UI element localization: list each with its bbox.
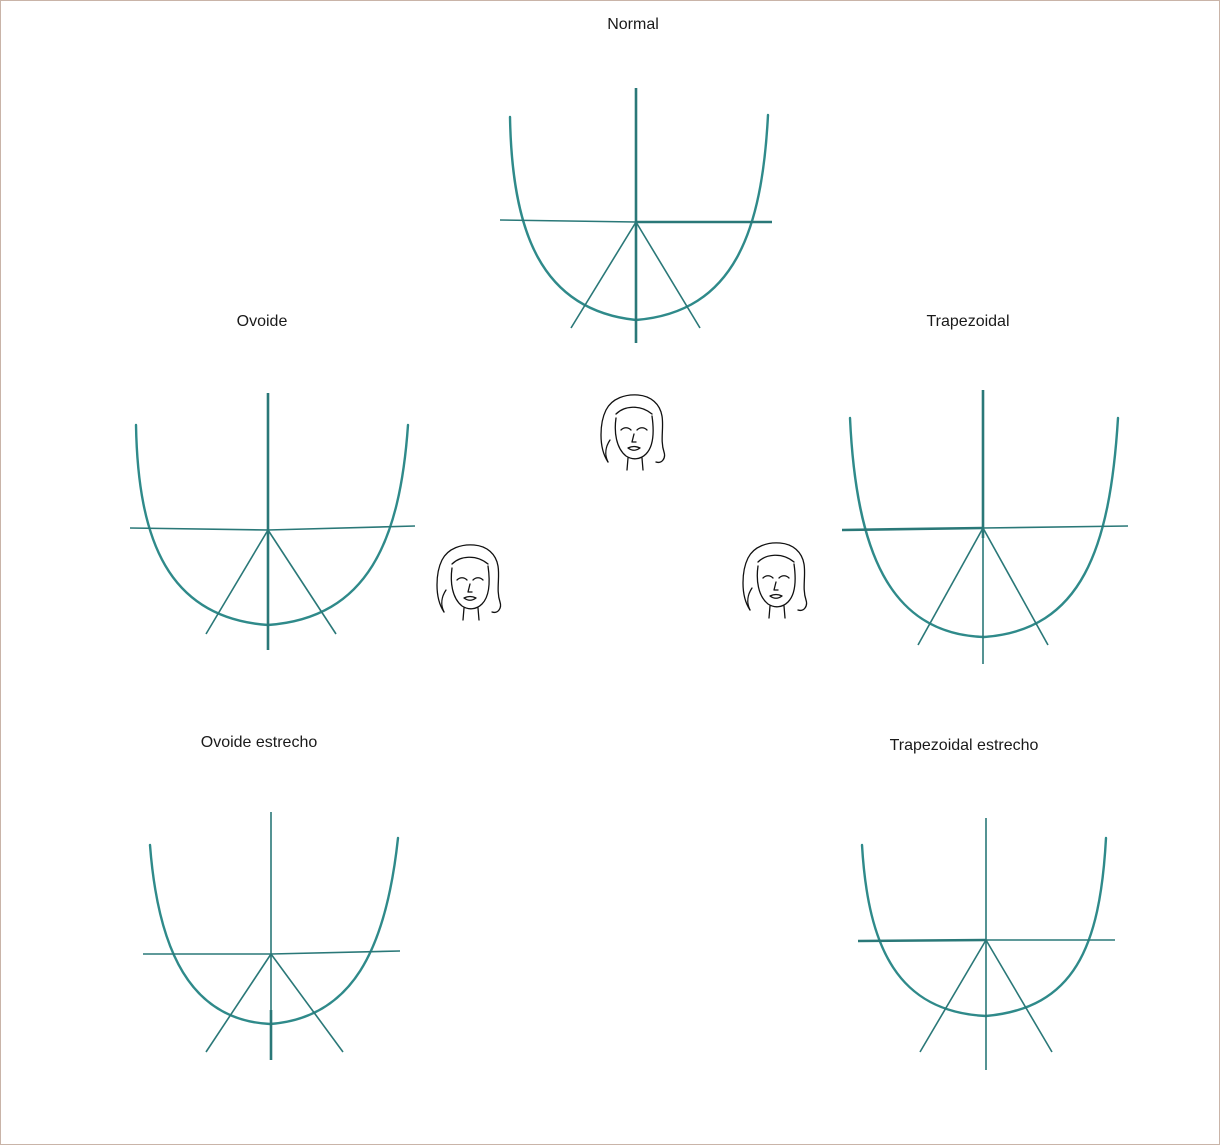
label-ovoide: Ovoide [236,313,288,330]
label-ovoide-estrecho: Ovoide estrecho [200,734,318,751]
face-icon [742,542,808,619]
face-icon [436,544,502,621]
arch-trapezoidal-icon [841,390,1129,664]
arch-ovoide-estrecho-icon [143,812,401,1060]
arch-normal-icon [499,88,772,343]
face-icon [600,394,666,471]
arch-trapezoidal-estrecho-icon [857,818,1115,1070]
label-trapezoidal-estrecho: Trapezoidal estrecho [889,737,1039,754]
arch-ovoide-icon [129,393,416,650]
label-normal: Normal [607,16,659,33]
label-trapezoidal: Trapezoidal [926,313,1010,330]
